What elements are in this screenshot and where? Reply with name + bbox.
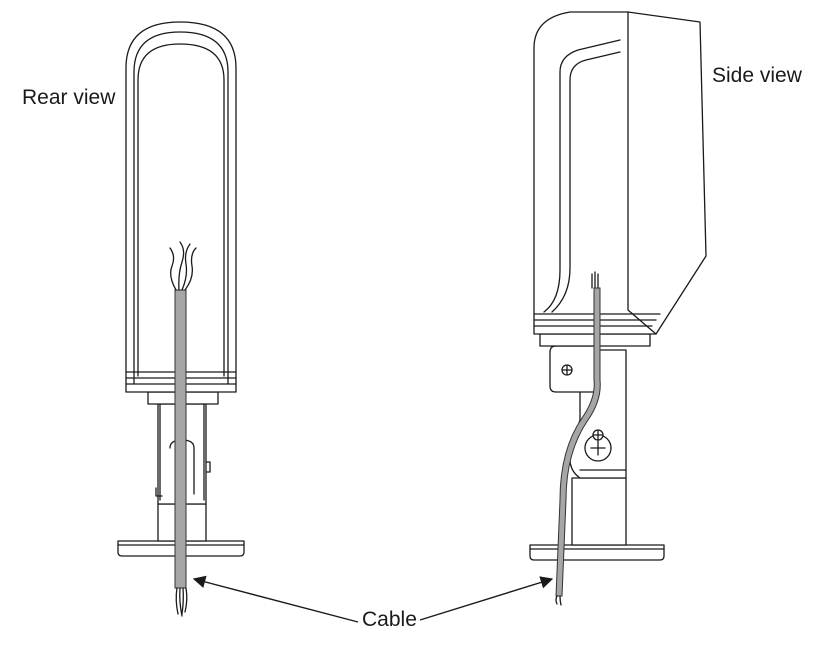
cable-arrow-left	[192, 575, 359, 623]
cable-label: Cable	[362, 608, 417, 631]
side-view-base-plate	[529, 544, 665, 561]
side-view-cable	[555, 271, 601, 606]
rear-view-cable	[169, 241, 197, 617]
side-view-housing	[533, 11, 707, 335]
side-view-camera	[529, 11, 707, 606]
rear-view-camera	[117, 21, 245, 617]
side-view-column	[571, 477, 627, 546]
cable-arrow-right	[419, 576, 554, 621]
rear-view-label: Rear view	[22, 86, 116, 109]
side-view-label: Side view	[712, 64, 802, 87]
side-view-bracket	[549, 345, 627, 479]
